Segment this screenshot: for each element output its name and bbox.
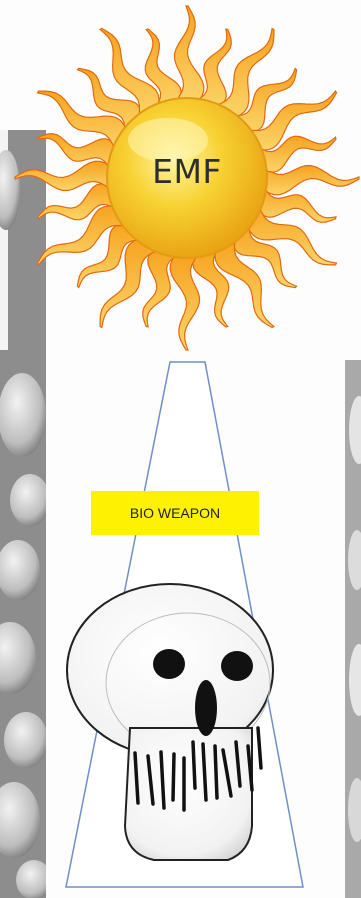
skull-icon (60, 578, 290, 883)
sun-label: EMF (122, 152, 252, 191)
bio-weapon-label: BIO WEAPON (130, 505, 220, 521)
bio-weapon-badge: BIO WEAPON (91, 491, 259, 535)
